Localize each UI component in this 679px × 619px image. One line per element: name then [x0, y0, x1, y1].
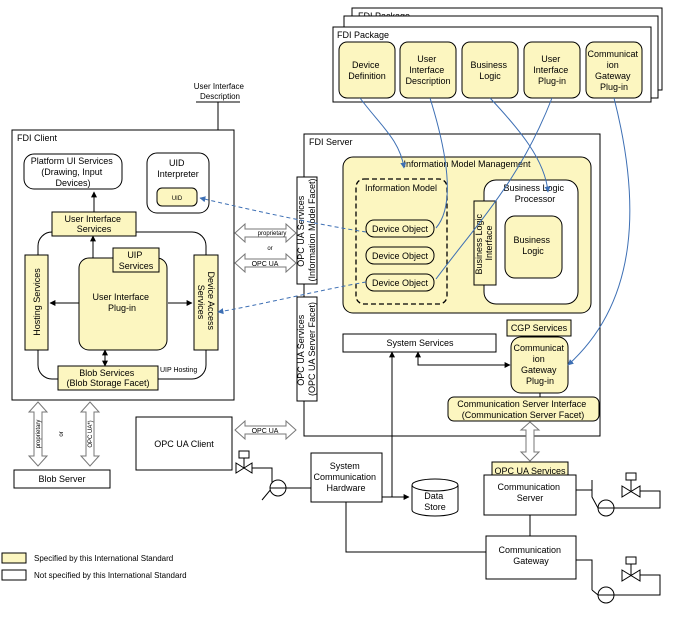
link-opc-ua-client: OPC UA	[234, 419, 297, 441]
uid-label: UID	[172, 196, 183, 202]
ui-description-box	[399, 41, 457, 99]
blob-server-label: Blob Server	[38, 474, 85, 484]
business-logic-package-label: Business Logic	[470, 60, 509, 81]
package-connectors	[199, 97, 631, 366]
device-object-1	[365, 219, 435, 238]
device-object-2	[365, 246, 435, 265]
device-definition-label: Device Definition	[348, 60, 386, 81]
blob-services-box	[57, 365, 159, 391]
uip-services-label: UIP Services	[119, 250, 154, 271]
opc-ua-client-box	[135, 416, 233, 471]
opc-ua-client-label: OPC UA Client	[154, 439, 214, 449]
device-object-3-label: Device Object	[372, 278, 429, 288]
uid-box	[156, 187, 198, 207]
fdi-server: FDI Server OPC UA Services (Information …	[296, 133, 601, 437]
bottom-connectors	[345, 351, 593, 590]
comm-server-opc-label: OPC UA Services	[494, 466, 566, 476]
link-comm-server	[519, 421, 541, 462]
data-store-label: Data Store	[424, 491, 446, 512]
field-devices	[235, 450, 661, 604]
business-logic-package-box	[461, 41, 519, 99]
information-model-title: Information Model	[365, 183, 437, 193]
fdi-server-title: FDI Server	[309, 137, 353, 147]
opc-server-facet-label: OPC UA Services (OPC UA Server Facet)	[296, 302, 317, 396]
device-object-1-label: Device Object	[372, 224, 429, 234]
csi-box	[447, 396, 600, 422]
uid-interpreter-label: UID Interpreter	[157, 158, 199, 179]
comm-gateway-label: Communication Gateway	[498, 545, 563, 566]
uip-services-box	[112, 247, 160, 273]
opc-server-facet-box	[296, 296, 318, 402]
comm-gateway-package-label: Communicat ion Gateway Plug-in	[587, 49, 640, 92]
svg-text:OPC UA: OPC UA	[252, 261, 279, 268]
fdi-package: FDI Package Device Definition User Inter…	[332, 26, 652, 103]
ui-services-label: User Interface Services	[64, 214, 123, 234]
platform-ui-services-label: Platform UI Services (Drawing, Input Dev…	[31, 156, 116, 188]
comm-server-label: Communication Server	[497, 482, 562, 503]
svg-text:proprietary: proprietary	[36, 420, 42, 449]
fdi-client-title: FDI Client	[17, 133, 58, 143]
ui-description-label: User Interface Description	[405, 54, 450, 86]
sys-comm-hw-label: System Communication Hardware	[313, 461, 378, 493]
imm-title: Information Model Management	[403, 159, 531, 169]
hosting-services-label: Hosting Services	[32, 268, 42, 336]
opc-im-facet-box	[296, 176, 318, 285]
fdi-package-title: FDI Package	[337, 30, 389, 40]
device-access-services-label: Device Access Services	[196, 271, 216, 332]
legend: Specified by this International Standard…	[1, 552, 187, 581]
csi-label: Communication Server Interface (Communic…	[457, 399, 589, 420]
comm-server-box	[483, 474, 577, 516]
blob-services-label: Blob Services (Blob Storage Facet)	[66, 368, 149, 388]
device-object-2-label: Device Object	[372, 251, 429, 261]
blp-interface-label: Business Logic Interface	[474, 211, 494, 274]
business-logic-label: Business Logic	[513, 235, 552, 256]
uid-note-label: User Interface Description	[194, 82, 246, 101]
opc-im-facet-label: OPC UA Services (Information Model Facet…	[296, 178, 317, 281]
device-access-services-box	[193, 254, 219, 351]
legend-specified-label: Specified by this International Standard	[34, 554, 173, 563]
cgp-services-box	[506, 319, 572, 337]
link-proprietary-or: proprietary or	[234, 222, 297, 252]
platform-ui-services-box	[23, 153, 123, 190]
fdi-client: FDI Client Platform UI Services (Drawing…	[11, 129, 235, 401]
ui-plugin-label: User Interface Plug-in	[92, 292, 151, 313]
link-blob-server: proprietary or OPC UA*)	[27, 401, 101, 467]
legend-not-specified-swatch	[1, 569, 27, 581]
svg-text:OPC UA*): OPC UA*)	[88, 420, 94, 447]
legend-not-specified-label: Not specified by this International Stan…	[34, 571, 187, 580]
svg-text:or: or	[267, 246, 272, 252]
cgp-plugin-label: Communicat ion Gateway Plug-in	[513, 343, 566, 386]
blp-label: Business Logic Processor	[503, 183, 566, 204]
information-model-box	[355, 178, 448, 305]
svg-text:proprietary: proprietary	[258, 231, 287, 237]
uip-hosting-label: UIP Hosting	[160, 367, 197, 374]
device-definition-box	[338, 41, 396, 99]
link-opc-ua-client-server: OPC UA	[234, 252, 297, 274]
system-services-label: System Services	[386, 338, 454, 348]
comm-gateway-box	[485, 535, 577, 580]
blob-server-box	[13, 469, 111, 489]
svg-text:or: or	[59, 431, 65, 436]
ui-plugin-package-label: User Interface Plug-in	[533, 54, 571, 86]
data-store: Data Store	[411, 478, 459, 517]
svg-text:OPC UA: OPC UA	[252, 428, 279, 435]
business-logic-box	[504, 215, 563, 279]
legend-specified-swatch	[1, 552, 27, 564]
hosting-services-box	[24, 254, 49, 351]
cgp-services-label: CGP Services	[511, 323, 568, 333]
